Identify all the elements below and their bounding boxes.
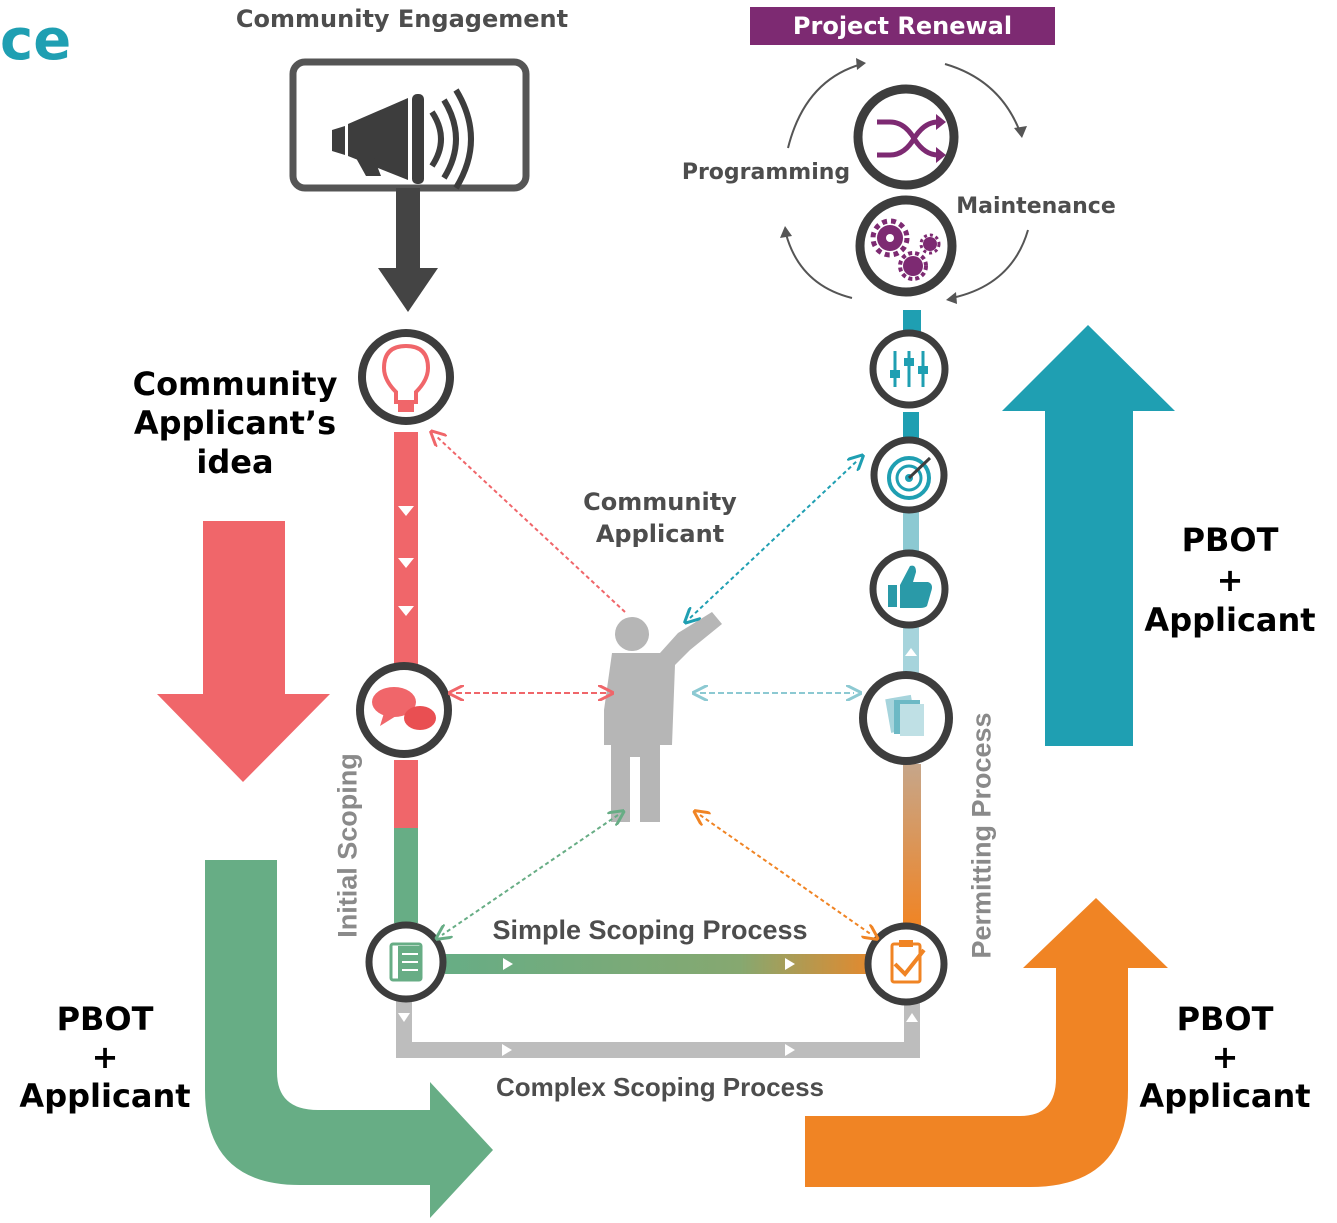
coral-down-arrow bbox=[157, 521, 330, 782]
pbot-applicant-right-top: PBOT + Applicant bbox=[1144, 521, 1316, 639]
sliders-icon bbox=[869, 329, 949, 409]
gears-icon bbox=[855, 195, 957, 297]
initial-scoping-label: Initial Scoping bbox=[332, 753, 363, 938]
community-applicant-idea-label: Community Applicant’s idea bbox=[132, 365, 338, 482]
person-icon bbox=[604, 612, 722, 822]
green-curved-arrow bbox=[205, 860, 493, 1218]
megaphone-box bbox=[289, 58, 530, 192]
lightbulb-icon bbox=[358, 329, 454, 425]
pbot-applicant-right-bottom: PBOT + Applicant bbox=[1139, 1000, 1311, 1115]
project-renewal-label: Project Renewal bbox=[750, 7, 1055, 45]
simple-scoping-label: Simple Scoping Process bbox=[492, 915, 808, 945]
orange-curved-arrow bbox=[805, 898, 1168, 1187]
checklist-icon bbox=[365, 921, 447, 1003]
complex-scoping-label: Complex Scoping Process bbox=[496, 1072, 824, 1102]
permitting-process-label: Permitting Process bbox=[966, 712, 997, 959]
shuffle-icon bbox=[853, 84, 959, 190]
maintenance-label: Maintenance bbox=[956, 194, 1116, 219]
community-applicant-label: Community Applicant bbox=[583, 488, 737, 549]
pbot-applicant-left-bottom: PBOT + Applicant bbox=[19, 1000, 191, 1115]
thumbs-up-icon bbox=[869, 549, 949, 629]
teal-up-arrow bbox=[1002, 325, 1175, 746]
megaphone-icon bbox=[332, 88, 474, 190]
programming-label: Programming bbox=[681, 160, 851, 185]
documents-icon bbox=[859, 671, 953, 765]
clipboard-check-icon bbox=[864, 922, 948, 1006]
chat-bubbles-icon bbox=[356, 662, 452, 758]
target-icon bbox=[870, 436, 948, 514]
community-engagement-label: Community Engagement bbox=[235, 5, 569, 33]
page-title-fragment: ce bbox=[0, 8, 72, 73]
